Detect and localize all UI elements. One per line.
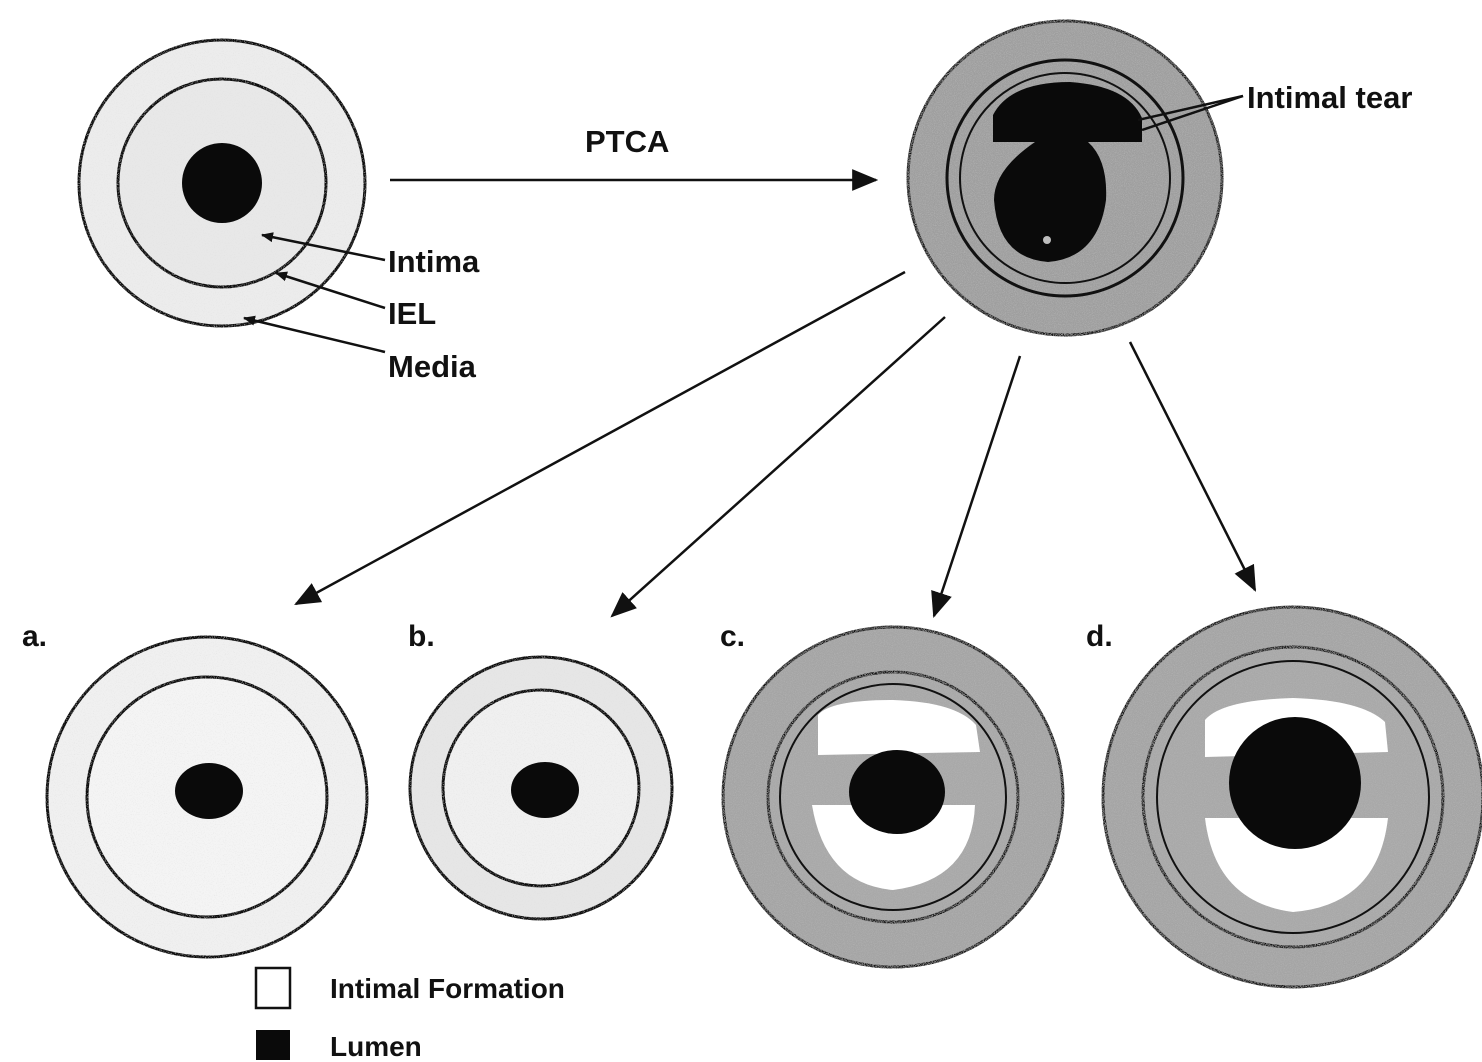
label-intimal-tear: Intimal tear <box>1247 80 1412 115</box>
panel-b: b. <box>408 620 672 919</box>
legend-item-intimal-formation: Intimal Formation <box>256 968 565 1008</box>
lumen <box>182 143 262 223</box>
label-media: Media <box>388 349 477 384</box>
panel-label: d. <box>1086 620 1113 653</box>
legend: Intimal Formation Lumen <box>256 968 565 1062</box>
legend-item-lumen: Lumen <box>256 1030 422 1062</box>
legend-label: Lumen <box>330 1031 422 1062</box>
vessel-normal <box>79 40 365 326</box>
label-iel: IEL <box>388 296 436 331</box>
panel-label: c. <box>720 620 745 653</box>
legend-swatch-white <box>256 968 290 1008</box>
lumen <box>175 763 243 819</box>
arrow-to-b <box>612 317 945 616</box>
panel-d: d. <box>1086 607 1482 987</box>
ptca-transition: PTCA <box>390 124 876 180</box>
legend-swatch-black <box>256 1030 290 1060</box>
label-intima: Intima <box>388 244 480 279</box>
panel-label: a. <box>22 620 47 653</box>
vessel-post-ptca <box>908 21 1222 335</box>
label-media-group: Media <box>244 318 477 384</box>
lumen <box>1229 717 1361 849</box>
lumen <box>511 762 579 818</box>
lumen-speck <box>1043 236 1051 244</box>
arrow-to-c <box>934 356 1020 616</box>
arrow-to-d <box>1130 342 1255 590</box>
panel-c: c. <box>720 620 1063 967</box>
legend-label: Intimal Formation <box>330 973 565 1004</box>
panel-label: b. <box>408 620 435 653</box>
ptca-label: PTCA <box>585 124 669 159</box>
lumen <box>849 750 945 834</box>
panel-a: a. <box>22 620 367 957</box>
